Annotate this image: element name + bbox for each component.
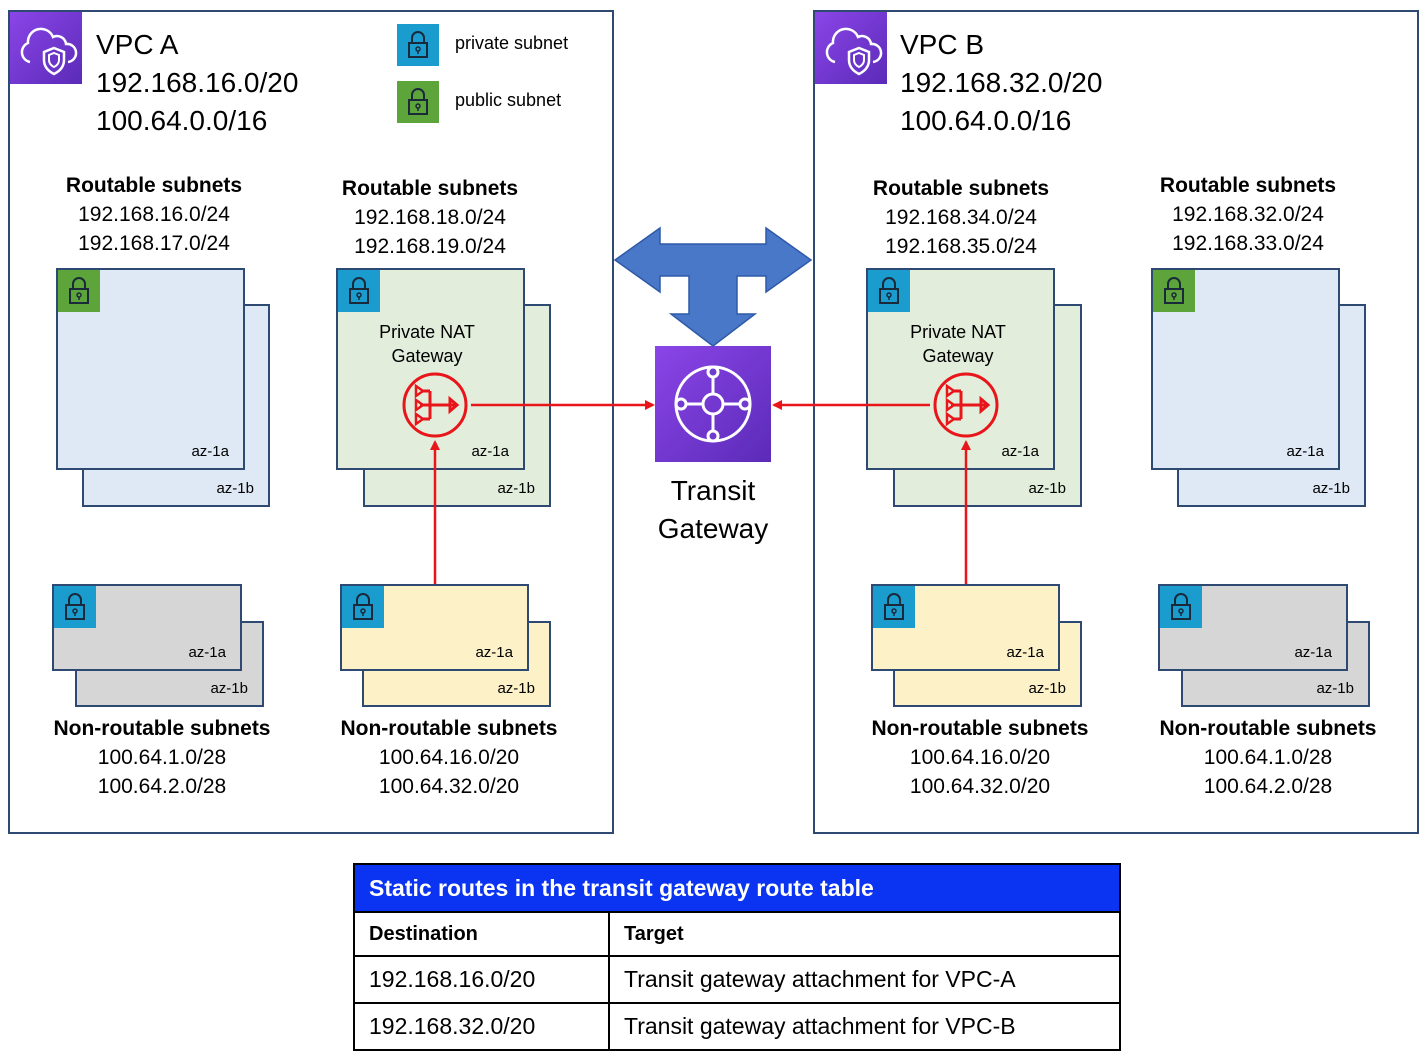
route-table-header-target: Target — [608, 911, 1121, 957]
route-destination: 192.168.32.0/20 — [353, 1002, 610, 1051]
vpc-a-private-routable-label: Routable subnets 192.168.18.0/24 192.168… — [341, 177, 519, 258]
vpc-b-nonroutable-right-label: Non-routable subnets 100.64.1.0/28 100.6… — [1159, 717, 1377, 798]
private-lock-icon — [868, 270, 910, 312]
subnet-az-1a: az-1a — [340, 584, 529, 671]
subnet-az-1a: az-1a — [1158, 584, 1348, 671]
vpc-a-nat-gateway-label: Private NAT Gateway — [379, 322, 475, 366]
public-subnet-lock-icon — [397, 81, 439, 123]
vpc-cloud-shield-icon — [10, 12, 82, 84]
vpc-a-nonroutable-left-label: Non-routable subnets 100.64.1.0/28 100.6… — [53, 717, 271, 798]
table-row: 192.168.16.0/20 Transit gateway attachme… — [353, 955, 1121, 1004]
private-lock-icon — [342, 586, 384, 628]
vpc-a-cidr-primary: 192.168.16.0/20 — [96, 67, 299, 98]
subnet-az-1a: az-1a — [871, 584, 1060, 671]
private-lock-icon — [1160, 586, 1202, 628]
private-lock-icon — [54, 586, 96, 628]
vpc-b-nat-gateway-label: Private NAT Gateway — [910, 322, 1006, 366]
vpc-a-cidr-secondary: 100.64.0.0/16 — [96, 105, 268, 136]
vpc-a-name: VPC A — [96, 29, 179, 60]
vpc-a-nonroutable-right-label: Non-routable subnets 100.64.16.0/20 100.… — [340, 717, 558, 798]
public-lock-icon — [58, 270, 100, 312]
public-lock-icon — [1153, 270, 1195, 312]
route-table: Static routes in the transit gateway rou… — [353, 863, 1121, 1051]
private-subnet-lock-icon — [397, 24, 439, 66]
vpc-b-cidr-secondary: 100.64.0.0/16 — [900, 105, 1072, 136]
legend-private-label: private subnet — [455, 33, 569, 53]
vpc-b-name: VPC B — [900, 29, 985, 60]
table-row: 192.168.32.0/20 Transit gateway attachme… — [353, 1002, 1121, 1051]
vpc-b-cidr-primary: 192.168.32.0/20 — [900, 67, 1103, 98]
route-table-header-destination: Destination — [353, 911, 610, 957]
legend-public-label: public subnet — [455, 90, 562, 110]
private-lock-icon — [338, 270, 380, 312]
vpc-b-private-routable-label: Routable subnets 192.168.34.0/24 192.168… — [872, 177, 1050, 258]
vpc-b-nonroutable-left-label: Non-routable subnets 100.64.16.0/20 100.… — [871, 717, 1089, 798]
subnet-az-1a: az-1a — [1151, 268, 1340, 470]
vpc-b-public-routable-label: Routable subnets 192.168.32.0/24 192.168… — [1159, 174, 1337, 255]
vpc-cloud-shield-icon — [815, 12, 887, 84]
transit-gateway-icon — [655, 346, 771, 462]
route-target: Transit gateway attachment for VPC-B — [608, 1002, 1121, 1051]
private-lock-icon — [873, 586, 915, 628]
transit-gateway-label: Transit Gateway — [657, 475, 769, 544]
subnet-az-1a: az-1a — [56, 268, 245, 470]
route-target: Transit gateway attachment for VPC-A — [608, 955, 1121, 1004]
blue-bidirectional-arrow — [613, 226, 813, 347]
route-destination: 192.168.16.0/20 — [353, 955, 610, 1004]
subnet-az-1a: az-1a — [52, 584, 242, 671]
subnet-az-1a: az-1a — [866, 268, 1055, 470]
route-table-title: Static routes in the transit gateway rou… — [353, 863, 1121, 913]
vpc-a-public-routable-label: Routable subnets 192.168.16.0/24 192.168… — [65, 174, 243, 255]
